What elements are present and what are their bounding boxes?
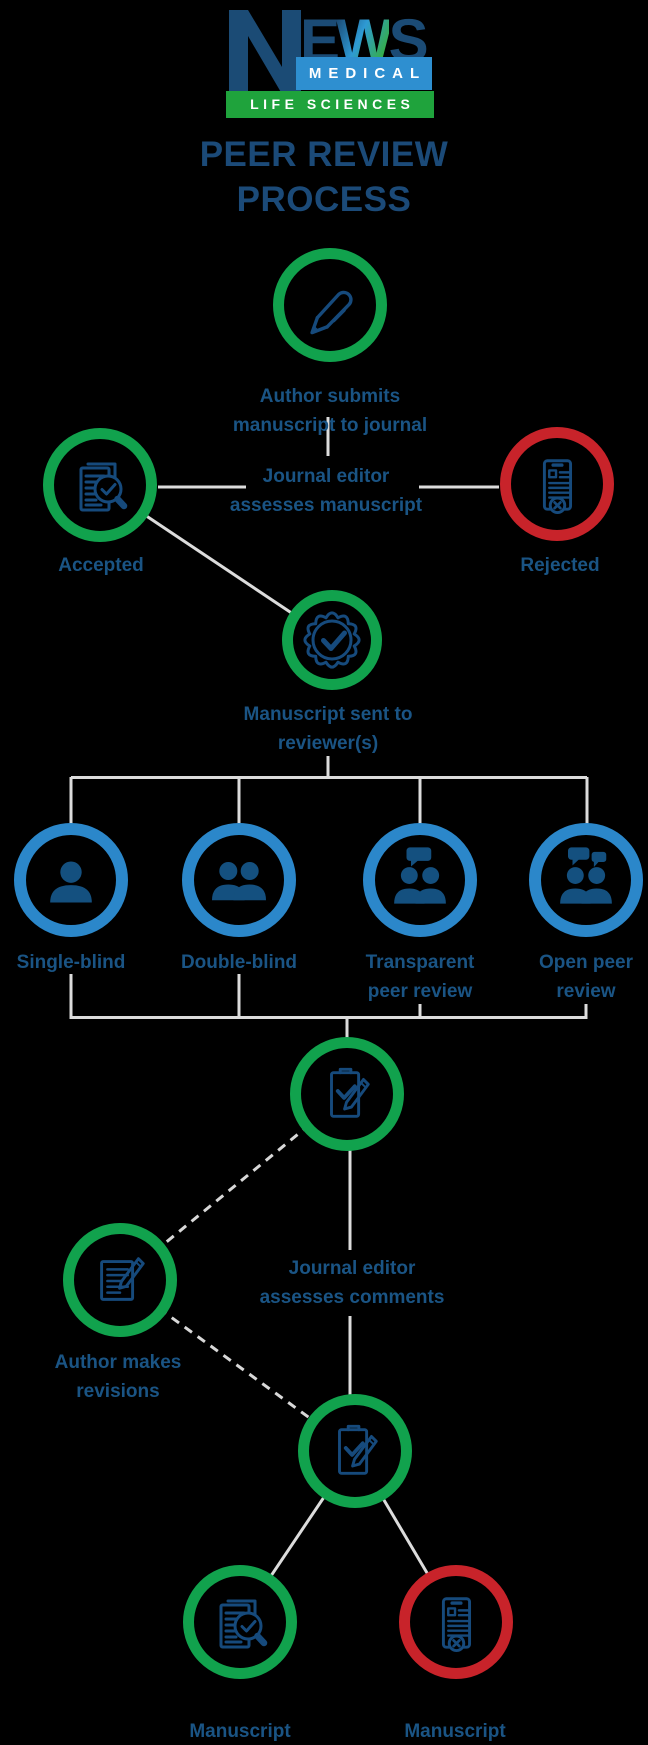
node-transparent-review xyxy=(363,823,477,937)
document-magnifier-check-icon xyxy=(219,1599,268,1649)
label-author-revisions: Author makes revisions xyxy=(54,1352,182,1403)
label-manuscript-accepted: Manuscript accepted xyxy=(189,1688,290,1745)
step-label-sent-to-reviewers: Manuscript sent to reviewer(s) xyxy=(243,704,413,755)
node-double-blind xyxy=(182,823,296,937)
two-persons-two-chats-icon xyxy=(560,847,612,904)
logo-life-sciences-bar: LIFE SCIENCES xyxy=(226,91,434,118)
step-label-editor-comments: Journal editor assesses comments xyxy=(259,1258,445,1309)
single-person-icon xyxy=(50,861,92,903)
node-sent-to-reviewers xyxy=(282,590,382,690)
step-label-author-submits: Author submits manuscript to journal xyxy=(232,386,428,437)
node-accepted xyxy=(43,428,157,542)
node-review-comments-2 xyxy=(298,1394,412,1508)
badge-check-icon xyxy=(303,611,361,669)
pen-icon xyxy=(310,290,353,335)
document-magnifier-check-icon xyxy=(79,462,128,512)
label-single-blind: Single-blind xyxy=(16,952,126,973)
two-persons-icon xyxy=(212,862,266,901)
node-manuscript-accepted xyxy=(183,1565,297,1679)
label-double-blind: Double-blind xyxy=(180,952,298,973)
node-open-review xyxy=(529,823,643,937)
node-author-submits xyxy=(273,248,387,362)
node-author-revisions xyxy=(63,1223,177,1337)
label-accepted: Accepted xyxy=(58,555,144,576)
label-manuscript-rejected-word1: Manuscript xyxy=(404,1721,506,1743)
step-label-editor-assesses: Journal editor assesses manuscript xyxy=(229,466,423,517)
clipboard-check-pencil-icon xyxy=(338,1424,378,1475)
document-x-icon xyxy=(441,1597,472,1653)
node-single-blind xyxy=(14,823,128,937)
logo-medical-bar: MEDICAL xyxy=(296,57,432,90)
document-pencil-icon xyxy=(100,1257,145,1301)
label-transparent-review: Transparent peer review xyxy=(365,952,475,1003)
node-rejected xyxy=(500,427,614,541)
clipboard-check-pencil-icon xyxy=(330,1067,370,1118)
news-medical-logo: EWS MEDICAL LIFE SCIENCES xyxy=(226,10,434,120)
node-review-comments-1 xyxy=(290,1037,404,1151)
page-title: PEER REVIEW PROCESS xyxy=(199,135,449,219)
logo-letter-n xyxy=(229,10,301,94)
label-open-review: Open peer review xyxy=(539,952,633,1003)
label-rejected: Rejected xyxy=(520,555,600,576)
document-x-icon xyxy=(542,459,573,515)
two-persons-chat-icon xyxy=(394,847,446,904)
node-manuscript-rejected xyxy=(399,1565,513,1679)
label-manuscript-rejected: Manuscript rejected xyxy=(404,1688,505,1745)
label-manuscript-accepted-word1: Manuscript xyxy=(189,1721,291,1743)
